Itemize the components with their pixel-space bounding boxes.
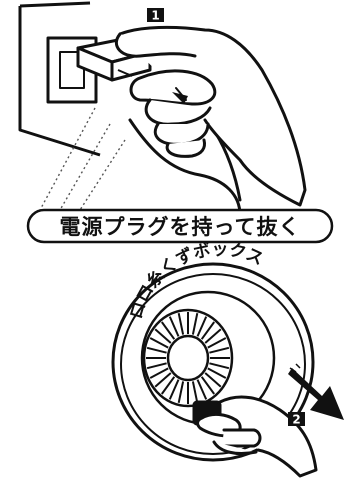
grille-slat [191, 381, 199, 404]
lint-filter-grille [142, 308, 234, 408]
hand-pulling-plug [114, 25, 307, 207]
callout-lines [39, 107, 126, 211]
grille-slat [204, 328, 222, 344]
grille-slat [196, 316, 208, 337]
grille-slat [149, 337, 169, 349]
grille-slat [200, 321, 216, 340]
pull-arrow-icon [288, 363, 344, 420]
step1-badge: 1 [147, 8, 164, 23]
grille-slat [149, 367, 169, 379]
hand-pulling-tab [192, 395, 318, 478]
grille-slat [154, 372, 172, 388]
grille-slat [160, 376, 176, 395]
grille-slat [177, 381, 185, 404]
lint-box-ring [111, 262, 315, 462]
grille-slat [146, 362, 167, 370]
step2-illustration: ロロ糸くずボックス 2 [111, 240, 344, 478]
grille-slat [146, 346, 167, 354]
caption-box: 電源プラグを持って抜く [26, 208, 334, 244]
grille-slat [209, 362, 230, 370]
grille-slat [207, 367, 227, 379]
grille-slat [160, 321, 176, 340]
grille-slat [207, 337, 227, 349]
step2-badge-number: 2 [292, 413, 300, 427]
grille-slat [200, 376, 216, 395]
grille-slat [204, 372, 222, 388]
caption-text: 電源プラグを持って抜く [60, 215, 301, 239]
wall-outlet [18, 1, 101, 157]
grille-slat [191, 312, 199, 335]
step2-badge: 2 [288, 412, 305, 427]
grille-slat [209, 346, 230, 354]
step1-illustration: 1 [18, 1, 307, 217]
grille-slat [168, 316, 180, 337]
step1-badge-number: 1 [151, 9, 159, 23]
grille-slat [168, 379, 180, 400]
grille-slat [177, 312, 185, 335]
grille-slat [196, 379, 208, 400]
grille-slat [154, 328, 172, 344]
